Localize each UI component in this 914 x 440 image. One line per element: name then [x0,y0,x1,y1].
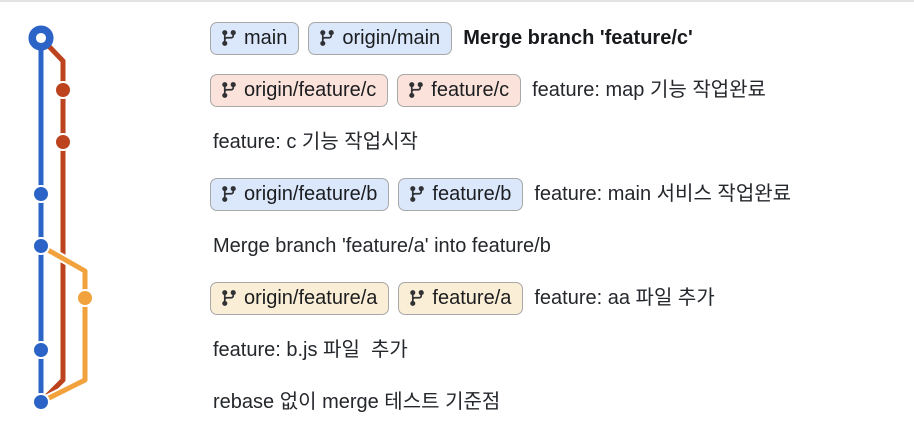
commit-row[interactable]: origin/feature/c feature/c feature: map 기능… [210,64,914,116]
commit-row[interactable]: Merge branch 'feature/a' into feature/b [210,220,914,272]
branch-badge-label: origin/feature/c [244,78,377,101]
branch-badge[interactable]: feature/a [398,281,524,315]
branch-line-feature/c [38,35,66,405]
branch-badge-label: feature/c [431,78,510,101]
commit-graph [28,25,94,411]
commit-node[interactable] [32,185,50,203]
branch-line-feature/a [38,243,88,405]
commit-node[interactable] [32,393,50,411]
commit-node[interactable] [32,341,50,359]
commit-row[interactable]: rebase 없이 merge 테스트 기준점 [210,376,914,428]
branch-badge[interactable]: main [210,21,300,55]
branch-badge[interactable]: origin/main [308,21,453,55]
branch-badge[interactable]: origin/feature/a [210,281,390,315]
panel-top-border [0,0,914,2]
commit-row[interactable]: origin/feature/b feature/b feature: main 서… [210,168,914,220]
commit-row[interactable]: feature: b.js 파일 추가 [210,324,914,376]
git-branch-icon [410,289,425,306]
commit-message: Merge branch 'feature/c' [463,27,693,49]
branch-badge[interactable]: feature/c [397,73,522,107]
commit-row[interactable]: main origin/main Merge branch 'feature/c' [210,12,914,64]
git-branch-icon [222,29,236,46]
head-commit-node[interactable] [28,25,54,51]
commit-node[interactable] [54,133,72,151]
commit-message: feature: aa 파일 추가 [534,287,715,309]
branch-badge[interactable]: feature/b [398,177,524,211]
git-branch-icon [410,185,425,202]
branch-badge-label: origin/main [342,26,441,49]
commit-message: rebase 없이 merge 테스트 기준점 [213,391,501,413]
branch-badge-label: feature/b [432,182,512,205]
branch-badge[interactable]: origin/feature/c [210,73,389,107]
git-branch-icon [409,81,424,98]
commit-node[interactable] [32,237,50,255]
commit-row[interactable]: feature: c 기능 작업시작 [210,116,914,168]
branch-badge-label: main [244,26,288,49]
commit-message: feature: b.js 파일 추가 [213,339,408,361]
commit-message: feature: map 기능 작업완료 [532,79,766,101]
commit-message: Merge branch 'feature/a' into feature/b [213,235,551,257]
branch-badge[interactable]: origin/feature/b [210,177,390,211]
git-branch-icon [222,81,236,98]
branch-badge-label: origin/feature/a [244,286,378,309]
git-branch-icon [222,289,236,306]
branch-badge-label: feature/a [432,286,512,309]
commit-row[interactable]: origin/feature/a feature/a feature: aa 파일 … [210,272,914,324]
git-branch-icon [222,185,236,202]
commit-node[interactable] [76,289,94,307]
commit-message: feature: c 기능 작업시작 [213,131,418,153]
commit-list: main origin/main Merge branch 'feature/c' o… [210,12,914,428]
branch-badge-label: origin/feature/b [244,182,378,205]
commit-node[interactable] [54,81,72,99]
git-branch-icon [320,29,335,46]
commit-message: feature: main 서비스 작업완료 [534,183,792,205]
